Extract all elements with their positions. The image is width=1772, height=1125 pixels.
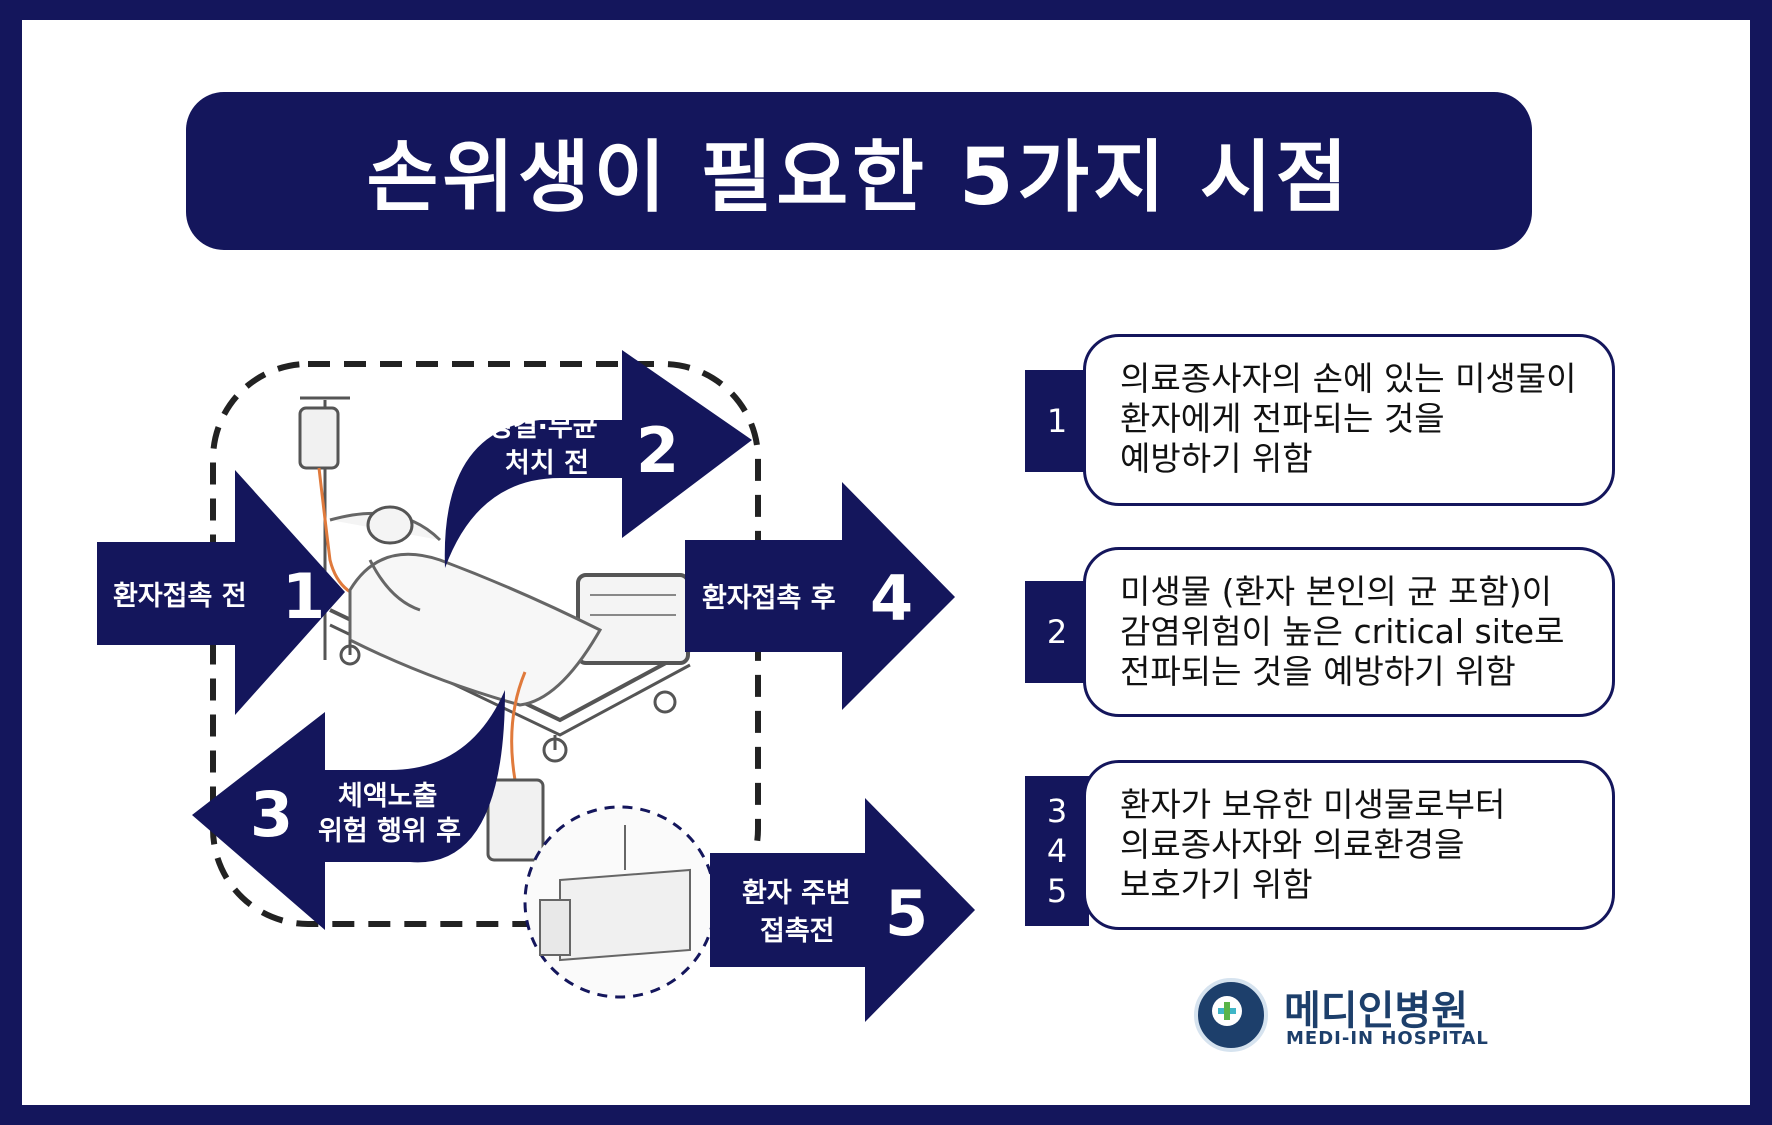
reason-row-3: 3 4 5 환자가 보유한 미생물로부터 의료종사자와 의료환경을 보호가기 위… (1025, 760, 1615, 930)
moment-1-label: 환자접촉 전 (113, 581, 247, 612)
moment-2-number: 2 (636, 414, 679, 487)
moment-1-number: 1 (282, 560, 325, 633)
moment-1-arrow (97, 470, 345, 715)
reason-3-number-b: 4 (1046, 832, 1068, 870)
moment-4-arrow (685, 482, 955, 710)
drainage-bag-icon (486, 671, 545, 862)
reason-1-number-tab: 1 (1025, 370, 1089, 472)
reason-3-number-c: 5 (1046, 872, 1068, 910)
reason-1-line-3: 예방하기 위함 (1120, 439, 1313, 478)
reason-2-number-tab: 2 (1025, 581, 1089, 683)
moment-5-number: 5 (885, 877, 928, 950)
hospital-logo: 메디인병원 MEDI-IN HOSPITAL (1194, 978, 1494, 1052)
hospital-bed-icon (329, 552, 694, 763)
iv-drip-icon (298, 396, 381, 660)
title-banner: 손위생이 필요한 5가지 시점 (186, 92, 1532, 250)
hospital-name: 메디인병원 (1284, 988, 1468, 1034)
moment-2-label-line-1: 청결·무균 (488, 412, 598, 443)
page-title: 손위생이 필요한 5가지 시점 (366, 133, 1352, 223)
patient-icon (329, 505, 442, 612)
reason-2-number: 2 (1046, 613, 1068, 651)
moment-5-label-line-2: 접촉전 (760, 916, 835, 947)
reason-3-line-2: 의료종사자와 의료환경을 (1120, 825, 1465, 864)
reason-1-box: 의료종사자의 손에 있는 미생물이 환자에게 전파되는 것을 예방하기 위함 (1083, 334, 1615, 506)
reason-1-line-1: 의료종사자의 손에 있는 미생물이 (1120, 359, 1577, 398)
moment-4-label: 환자접촉 후 (702, 583, 836, 614)
moment-5-arrow (710, 798, 975, 1022)
emblem-cross-vertical (1224, 1002, 1230, 1020)
moment-3-number: 3 (250, 778, 293, 851)
reason-3-line-3: 보호가기 위함 (1120, 865, 1313, 904)
moment-5-label-line-1: 환자 주변 (742, 878, 851, 909)
reason-2-line-2: 감염위험이 높은 critical site로 (1120, 612, 1565, 651)
reason-row-1: 1 의료종사자의 손에 있는 미생물이 환자에게 전파되는 것을 예방하기 위함 (1025, 334, 1615, 506)
patient-surroundings-icon (523, 805, 717, 999)
reason-2-line-3: 전파되는 것을 예방하기 위함 (1120, 652, 1516, 691)
moment-3-label-line-2: 위험 행위 후 (318, 816, 461, 847)
reason-3-number-a: 3 (1046, 792, 1068, 830)
reason-1-line-2: 환자에게 전파되는 것을 (1120, 399, 1445, 438)
moment-2-arrow (444, 350, 752, 568)
reason-row-2: 2 미생물 (환자 본인의 균 포함)이 감염위험이 높은 critical s… (1025, 547, 1615, 717)
reason-3-line-1: 환자가 보유한 미생물로부터 (1120, 785, 1506, 824)
reason-1-number: 1 (1046, 402, 1068, 440)
moment-4-number: 4 (870, 562, 913, 635)
reason-3-box: 환자가 보유한 미생물로부터 의료종사자와 의료환경을 보호가기 위함 (1083, 760, 1615, 930)
reason-3-number-tab: 3 4 5 (1025, 776, 1089, 926)
moment-3-label-line-1: 체액노출 (338, 781, 437, 812)
hospital-emblem-icon (1194, 978, 1268, 1052)
hospital-name-english: MEDI-IN HOSPITAL (1286, 1028, 1489, 1049)
reason-2-line-1: 미생물 (환자 본인의 균 포함)이 (1120, 572, 1553, 611)
moment-3-arrow (192, 690, 505, 930)
reason-2-box: 미생물 (환자 본인의 균 포함)이 감염위험이 높은 critical sit… (1083, 547, 1615, 717)
moment-2-label-line-2: 처치 전 (505, 448, 589, 479)
